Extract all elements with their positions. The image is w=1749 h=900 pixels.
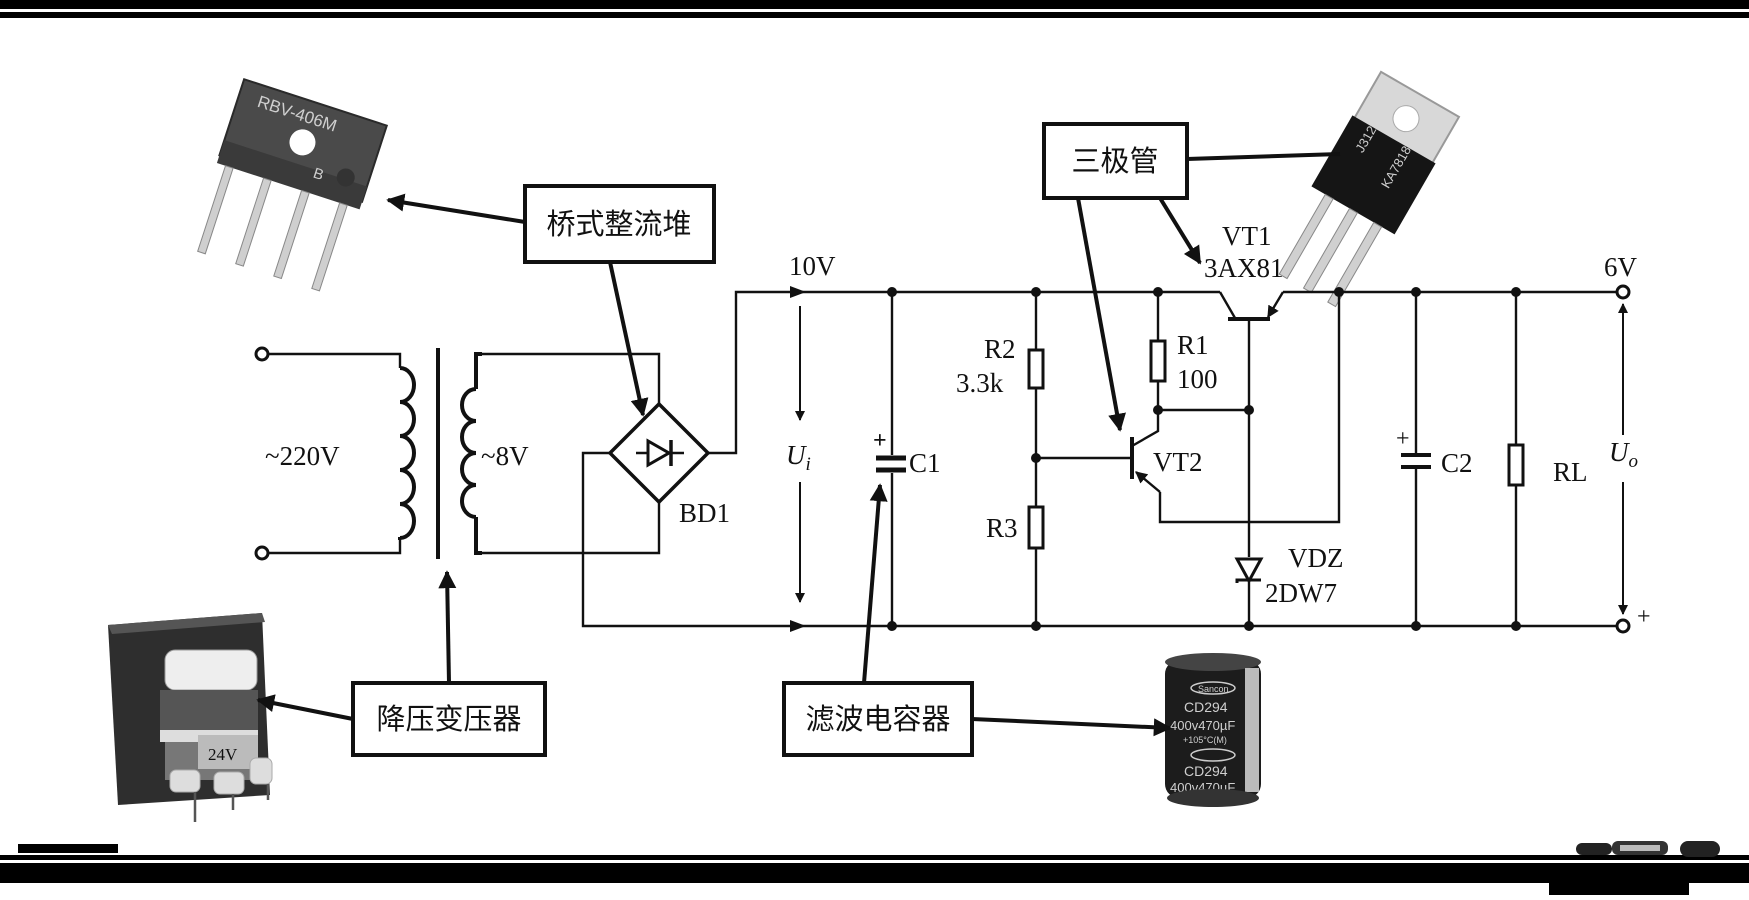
bridge-rectifier-symbol: [607, 401, 711, 505]
leader-capacitor-photo: [971, 717, 1172, 737]
secondary-voltage-label: ~8V: [481, 441, 529, 471]
bottom-border: [0, 841, 1749, 895]
output-terminal-bottom: [1615, 618, 1631, 634]
callout-bridge-rectifier: 桥式整流堆: [523, 184, 716, 264]
capacitor-photo-model-2: CD294: [1184, 763, 1228, 779]
callout-transformer-text: 降压变压器: [376, 702, 521, 736]
r2-r3-divider: [1027, 292, 1045, 626]
capacitor-photo: Sancon CD294 400v470µF +105°C(M) CD294 4…: [1165, 653, 1261, 807]
vt1-transistor: [1218, 291, 1285, 557]
c2-label: C2: [1441, 448, 1473, 478]
output-terminal-top: [1615, 284, 1631, 300]
c2-capacitor: [1401, 292, 1431, 626]
leader-transformer-symbol: [438, 570, 457, 684]
callout-transistor: 三极管: [1042, 122, 1189, 200]
output-voltage-label: 6V: [1604, 252, 1638, 282]
r2-value: 3.3k: [956, 368, 1004, 398]
r2-label: R2: [984, 334, 1016, 364]
bridge-rectifier-photo: RBV-406M B: [197, 78, 389, 292]
r1-label: R1: [1177, 330, 1209, 360]
transformer-symbol: [398, 348, 482, 559]
vdz-zener-diode: [1234, 557, 1264, 626]
vt1-model: 3AX81: [1204, 253, 1284, 283]
r3-label: R3: [986, 513, 1018, 543]
callout-filter-capacitor: 滤波电容器: [782, 681, 974, 757]
leader-c1-symbol: [862, 483, 888, 684]
rectified-voltage-label: 10V: [789, 251, 836, 281]
input-terminals: [254, 346, 402, 561]
callout-bridge-rectifier-text: 桥式整流堆: [546, 207, 691, 241]
rl-load-resistor: [1507, 292, 1525, 626]
uo-label: Uo: [1609, 437, 1638, 472]
leader-vt1: [1158, 196, 1202, 265]
vt2-transistor: [1036, 292, 1341, 524]
top-border: [0, 0, 1749, 18]
leader-bridge-photo: [386, 193, 526, 224]
callout-transistor-text: 三极管: [1071, 144, 1158, 178]
output-plus: +: [1637, 604, 1651, 630]
leader-arrows: [256, 152, 1341, 737]
callout-filter-capacitor-text: 滤波电容器: [805, 702, 950, 736]
vt1-label: VT1: [1222, 221, 1272, 251]
input-voltage-label: ~220V: [265, 441, 340, 471]
input-terminal-top: [254, 346, 270, 362]
r1-value: 100: [1177, 364, 1218, 394]
c1-label: C1: [909, 448, 941, 478]
c2-plus: +: [1396, 426, 1410, 452]
input-terminal-bottom: [254, 545, 270, 561]
vdz-model: 2DW7: [1265, 578, 1337, 608]
rl-label: RL: [1553, 457, 1588, 487]
leader-bridge-symbol: [608, 261, 649, 417]
transistor-photo: J312 KA7818: [1278, 70, 1461, 308]
capacitor-photo-model: CD294: [1184, 699, 1228, 715]
leader-vt2: [1076, 197, 1126, 432]
r1-resistor: [1149, 292, 1249, 430]
vdz-label: VDZ: [1288, 543, 1344, 573]
transformer-photo-text: 24V: [208, 745, 238, 764]
callout-transformer: 降压变压器: [351, 681, 547, 757]
bridge-photo-text-2: B: [311, 165, 326, 184]
leader-transistor-photo: [1186, 152, 1341, 161]
capacitor-photo-rating: 400v470µF: [1170, 718, 1235, 733]
c1-plus: +: [873, 428, 887, 454]
capacitor-photo-brand: Sancon: [1198, 684, 1229, 694]
page-ornament-icon: [1576, 841, 1720, 857]
c1-capacitor: [876, 292, 906, 626]
junction-dots: [887, 287, 1521, 631]
transformer-photo: 24V: [108, 613, 273, 822]
vt2-label: VT2: [1153, 447, 1203, 477]
capacitor-photo-temp: +105°C(M): [1183, 735, 1227, 745]
ui-label: Ui: [786, 440, 811, 475]
bridge-label: BD1: [679, 498, 730, 528]
leader-transformer-photo: [256, 694, 354, 721]
